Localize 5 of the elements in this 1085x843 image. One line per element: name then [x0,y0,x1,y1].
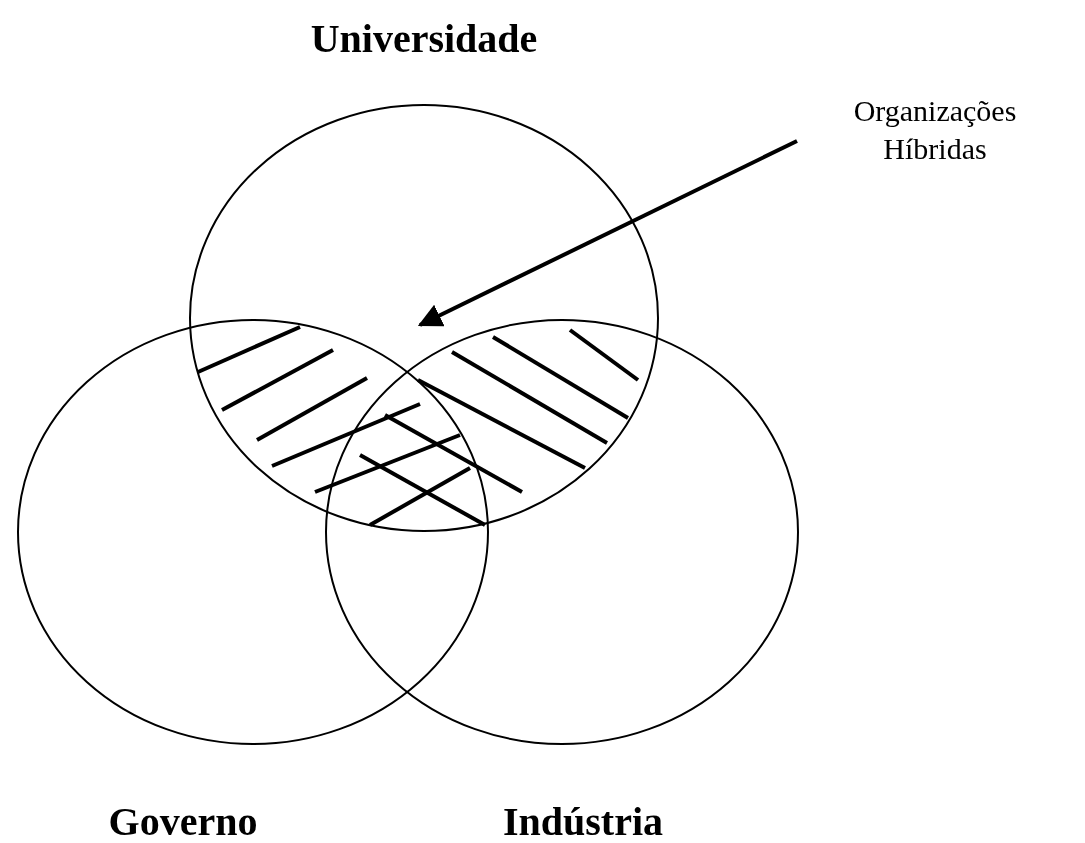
annotation-text: Organizações Híbridas [852,93,1018,167]
circle-heading: Governo [108,798,258,843]
circle-heading: Indústria [502,798,664,843]
circle-heading: Universidade [310,15,538,62]
arrow [417,139,798,327]
